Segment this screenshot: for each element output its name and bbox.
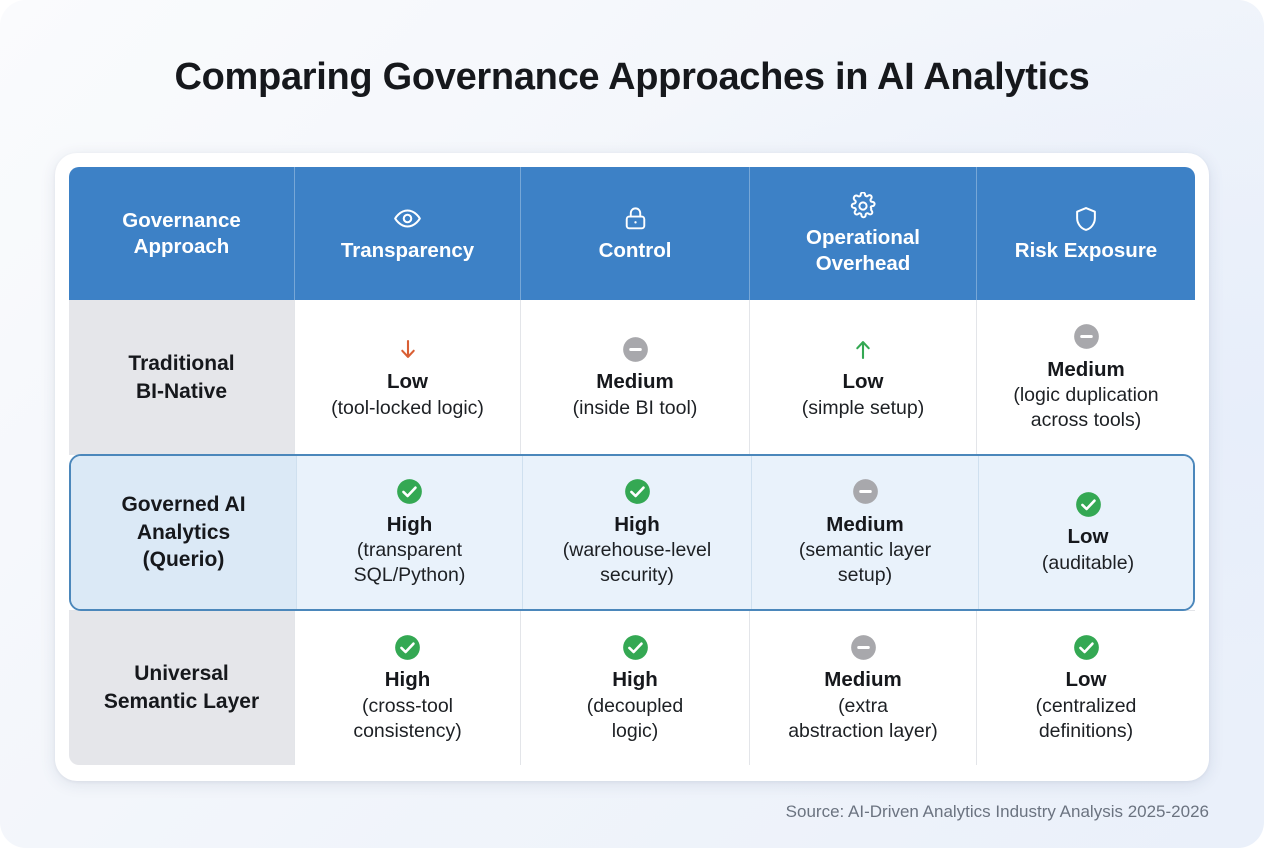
cell-note: (decoupled logic)	[586, 694, 684, 742]
cell-note: (semantic layer setup)	[798, 539, 932, 587]
column-header-label: Operational Overhead	[806, 225, 920, 275]
column-header-operational-overhead: Operational Overhead	[749, 167, 976, 300]
cell-r2c4: Low (auditable)	[978, 456, 1193, 609]
cell-note: (logic duplication across tools)	[1013, 384, 1159, 432]
table-header-row: Governance Approach Transparency	[69, 167, 1195, 300]
column-header-transparency: Transparency	[294, 167, 520, 300]
cell-level: Medium	[826, 512, 904, 536]
cell-level: Low	[842, 370, 884, 394]
column-header-label: Control	[598, 238, 672, 262]
cell-r1c4: Medium (logic duplication across tools)	[976, 300, 1195, 455]
column-header-control: Control	[520, 167, 749, 300]
cell-r1c3: Low (simple setup)	[749, 300, 976, 455]
column-header-governance-approach: Governance Approach	[69, 167, 294, 300]
cell-note: (cross-tool consistency)	[353, 694, 462, 742]
cell-note: (inside BI tool)	[572, 396, 698, 419]
lock-icon	[622, 204, 649, 234]
cell-r3c1: High (cross-tool consistency)	[294, 610, 520, 765]
cell-r3c3: Medium (extra abstraction layer)	[749, 610, 976, 765]
column-header-risk-exposure: Risk Exposure	[976, 167, 1195, 300]
eye-icon	[393, 204, 422, 234]
minus-circle-icon	[850, 632, 877, 662]
cell-r2c1: High (transparent SQL/Python)	[296, 456, 522, 609]
cell-r2c3: Medium (semantic layer setup)	[751, 456, 978, 609]
source-caption: Source: AI-Driven Analytics Industry Ana…	[785, 802, 1209, 821]
cell-r2c2: High (warehouse-level security)	[522, 456, 751, 609]
cell-note: (centralized definitions)	[1035, 694, 1137, 742]
cell-level: High	[614, 512, 660, 536]
cell-level: High	[612, 668, 658, 692]
check-circle-icon	[622, 632, 649, 662]
cell-level: Low	[1067, 525, 1109, 549]
column-header-label: Governance Approach	[122, 208, 241, 258]
minus-circle-icon	[852, 477, 879, 507]
row-header-governed-ai-analytics-querio: Governed AI Analytics (Querio)	[71, 456, 296, 609]
table-row-highlighted: Governed AI Analytics (Querio) High (tra…	[69, 454, 1195, 611]
shield-icon	[1072, 204, 1100, 234]
column-header-label: Risk Exposure	[1014, 238, 1158, 262]
cell-level: Low	[1065, 668, 1107, 692]
cell-note: (simple setup)	[801, 396, 925, 419]
arrow-down-icon	[396, 334, 420, 364]
check-circle-icon	[394, 632, 421, 662]
comparison-table: Governance Approach Transparency	[69, 167, 1195, 767]
arrow-up-icon	[851, 334, 875, 364]
check-circle-icon	[1075, 489, 1102, 519]
cell-level: Medium	[1047, 357, 1125, 381]
check-circle-icon	[1073, 632, 1100, 662]
minus-circle-icon	[622, 334, 649, 364]
cell-level: Medium	[824, 668, 902, 692]
cell-level: Low	[387, 370, 428, 394]
cell-note: (auditable)	[1041, 551, 1135, 574]
cell-r3c2: High (decoupled logic)	[520, 610, 749, 765]
check-circle-icon	[396, 477, 423, 507]
gear-icon	[849, 191, 877, 221]
column-header-label: Transparency	[340, 238, 475, 262]
table-row: Traditional BI-Native Low (tool-locked l…	[69, 300, 1195, 455]
check-circle-icon	[624, 477, 651, 507]
table-row: Universal Semantic Layer High (cross-too…	[69, 610, 1195, 765]
cell-level: High	[384, 668, 431, 692]
cell-note: (warehouse-level security)	[562, 539, 712, 587]
cell-level: High	[386, 512, 433, 536]
cell-note: (transparent SQL/Python)	[353, 539, 466, 587]
row-header-universal-semantic-layer: Universal Semantic Layer	[69, 610, 294, 765]
comparison-table-card: Governance Approach Transparency	[55, 153, 1209, 781]
cell-r3c4: Low (centralized definitions)	[976, 610, 1195, 765]
cell-level: Medium	[596, 370, 674, 394]
row-header-traditional-bi-native: Traditional BI-Native	[69, 300, 294, 455]
page-title: Comparing Governance Approaches in AI An…	[174, 56, 1090, 98]
cell-note: (extra abstraction layer)	[788, 694, 938, 742]
cell-r1c1: Low (tool-locked logic)	[294, 300, 520, 455]
cell-note: (tool-locked logic)	[331, 396, 484, 419]
minus-circle-icon	[1073, 322, 1100, 352]
cell-r1c2: Medium (inside BI tool)	[520, 300, 749, 455]
